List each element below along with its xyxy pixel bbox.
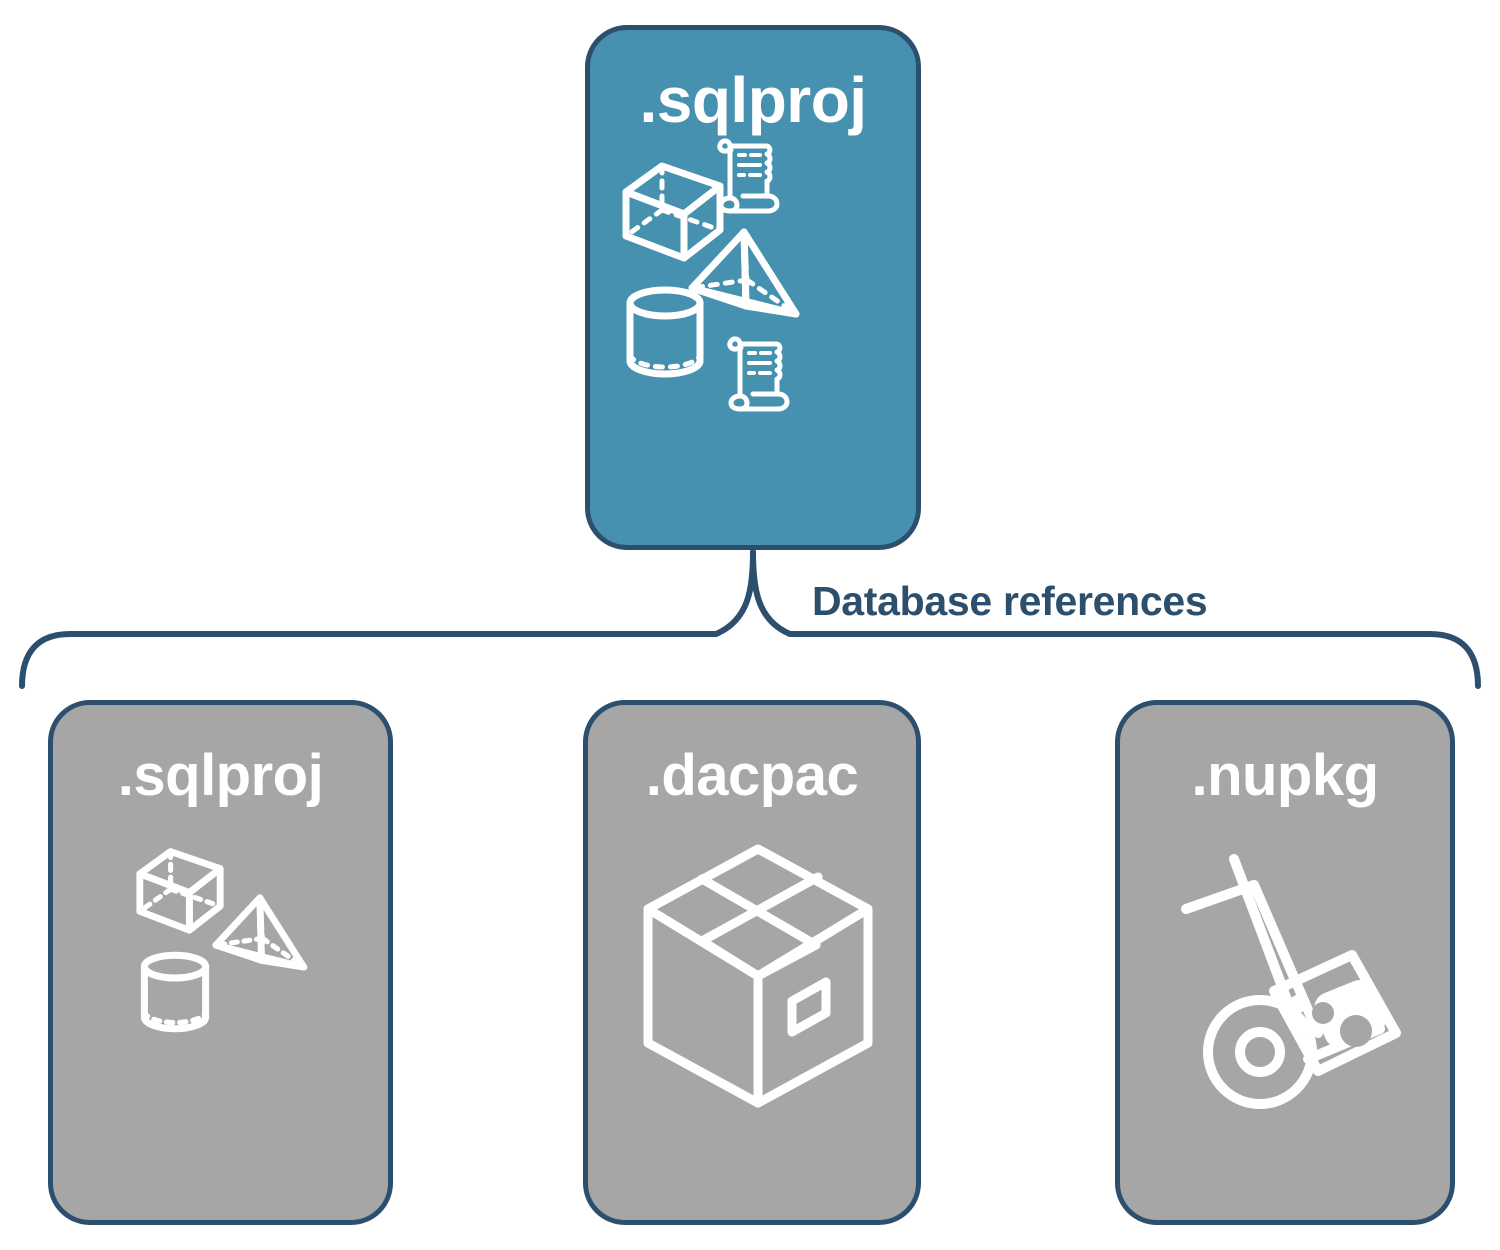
pyramid-wireframe-icon — [212, 894, 308, 971]
database-references-brace — [19, 549, 1481, 689]
node-card-sqlproj-ref[interactable]: .sqlproj — [48, 700, 393, 1225]
cube-wireframe-icon — [622, 162, 724, 262]
node-card-sqlproj-root[interactable]: .sqlproj — [585, 25, 921, 550]
node-card-nupkg[interactable]: .nupkg — [1115, 700, 1455, 1225]
card-icon-group — [53, 805, 388, 1220]
hand-truck-package-icon — [1181, 854, 1401, 1109]
pyramid-wireframe-icon — [688, 228, 800, 318]
scroll-script-icon — [727, 336, 790, 412]
node-card-dacpac[interactable]: .dacpac — [583, 700, 921, 1225]
shipping-box-icon — [643, 844, 873, 1108]
database-references-label: Database references — [812, 578, 1208, 624]
card-icon-group — [1120, 805, 1450, 1220]
scroll-script-icon — [717, 138, 780, 214]
card-title: .sqlproj — [639, 64, 867, 136]
card-title: .nupkg — [1191, 743, 1379, 808]
card-icon-group — [588, 805, 916, 1220]
card-title: .dacpac — [645, 743, 859, 808]
cube-wireframe-icon — [136, 848, 224, 934]
card-title: .sqlproj — [117, 743, 324, 808]
cylinder-wireframe-icon — [140, 951, 210, 1033]
cylinder-wireframe-icon — [626, 286, 704, 378]
card-icon-group — [590, 136, 916, 545]
